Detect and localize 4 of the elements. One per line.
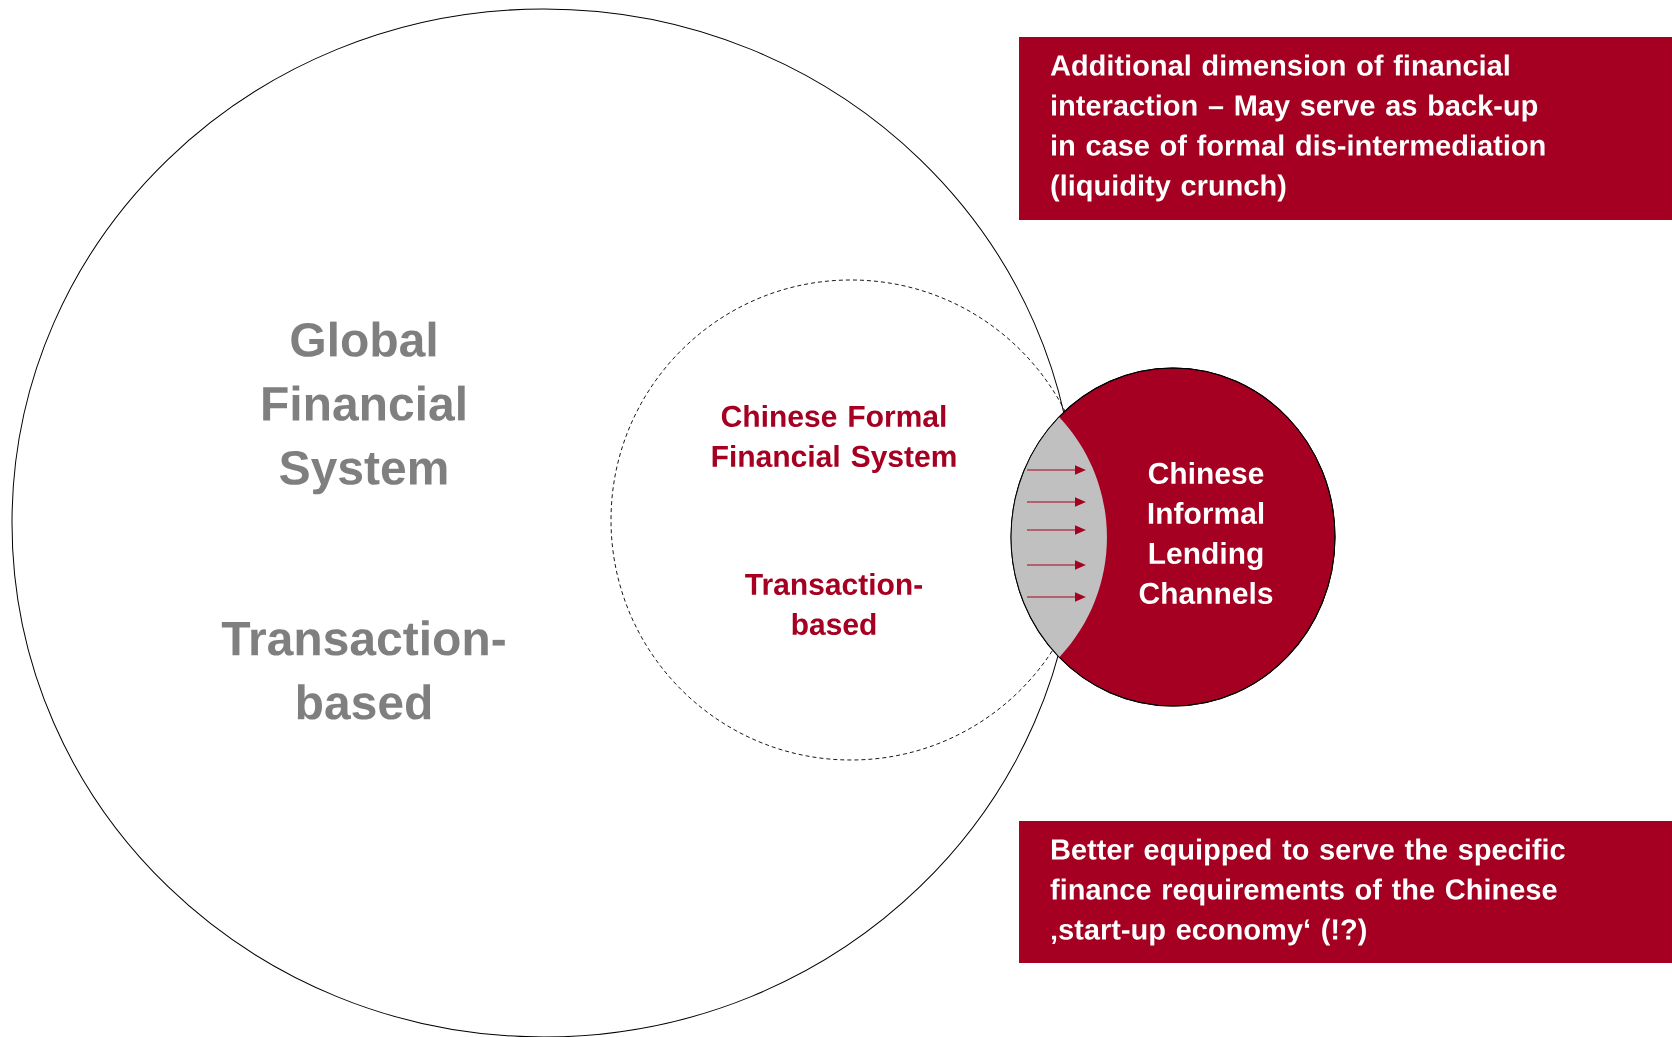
text-box: Additional dimension of financial interaction – May serve as back-up in case of formal dis-intermediation (liquidity crunch)	[1019, 37, 1672, 220]
node-label: Global Financial System	[263, 321, 465, 495]
text-box: Better equipped to serve the specific finance requirements of the Chinese ‚start-up economy‘ (!?)	[1019, 821, 1672, 963]
node-label: Transaction-based	[221, 620, 505, 720]
